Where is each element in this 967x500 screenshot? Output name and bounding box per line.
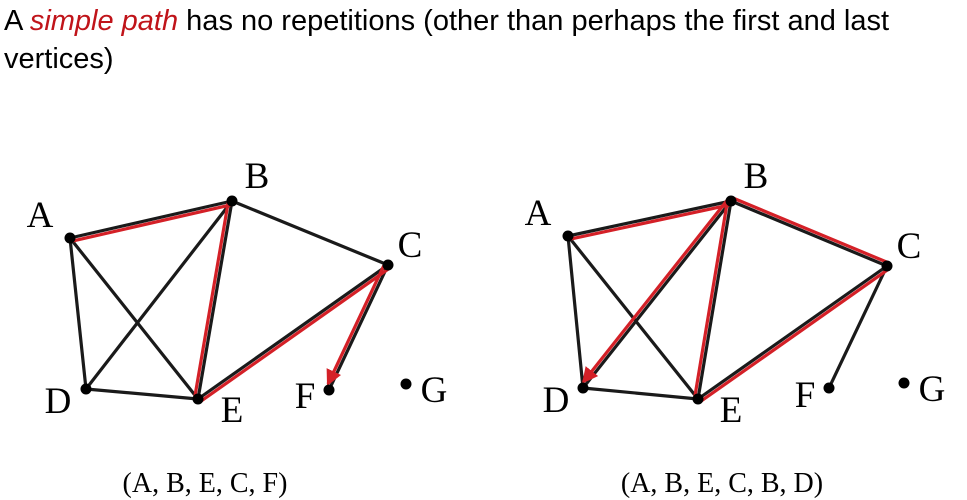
edge-C-F xyxy=(327,263,390,392)
vertex-D xyxy=(80,383,92,395)
vertex-F xyxy=(823,382,835,394)
edge-B-E xyxy=(696,199,733,401)
edge-A-D xyxy=(566,234,585,390)
path-segment-A-B xyxy=(69,202,235,244)
vertex-F xyxy=(323,384,335,396)
path-caption: (A, B, E, C, F) xyxy=(123,468,288,499)
vertex-label-E: E xyxy=(221,390,244,431)
edge-D-E xyxy=(84,387,200,401)
edge-D-E xyxy=(581,386,700,401)
vertex-E xyxy=(692,393,704,405)
vertex-G xyxy=(400,378,412,390)
heading-prefix: A xyxy=(4,5,30,37)
vertex-label-B: B xyxy=(245,156,270,197)
path-segment-E-C xyxy=(198,266,392,404)
path-segment-C-F xyxy=(326,261,387,386)
edge-B-D xyxy=(581,199,733,390)
path-caption: (A, B, E, C, B, D) xyxy=(621,468,823,499)
path-segment-A-B xyxy=(567,202,734,242)
vertex-label-D: D xyxy=(45,381,72,422)
vertex-label-C: C xyxy=(897,226,922,267)
edge-C-E xyxy=(196,263,390,401)
edge-C-F xyxy=(827,264,889,390)
vertex-label-E: E xyxy=(720,390,743,431)
vertex-A xyxy=(562,230,574,242)
vertex-B xyxy=(725,195,737,207)
edge-B-E xyxy=(196,199,234,401)
slide-heading: A simple path has no repetitions (other … xyxy=(4,2,964,78)
vertex-B xyxy=(226,195,238,207)
vertex-label-A: A xyxy=(525,193,552,234)
vertex-D xyxy=(577,382,589,394)
vertex-A xyxy=(64,232,76,244)
vertex-E xyxy=(192,393,204,405)
vertex-label-F: F xyxy=(795,375,816,416)
vertex-label-C: C xyxy=(398,225,423,266)
vertex-label-D: D xyxy=(543,380,570,421)
vertex-label-G: G xyxy=(919,369,946,410)
vertex-label-G: G xyxy=(421,370,448,411)
heading-rest: has no repetitions (other than perhaps t… xyxy=(4,5,890,75)
path-segment-E-C xyxy=(698,267,891,404)
path-segment-B-D xyxy=(581,197,730,384)
graph-non-simple-path: A B C D E F G (A, B, E, C, B, D) xyxy=(525,156,946,499)
graph-simple-path: A B C D E F G (A, B, E, C, F) xyxy=(27,156,448,499)
vertex-label-A: A xyxy=(27,195,54,236)
edge-B-C xyxy=(230,199,390,267)
edge-A-D xyxy=(68,236,88,391)
vertex-C xyxy=(382,259,394,271)
vertex-C xyxy=(881,260,893,272)
edge-C-E xyxy=(696,264,889,401)
path-segment-C-B xyxy=(730,196,890,265)
path-segment-B-E xyxy=(192,198,231,401)
edge-A-B xyxy=(566,199,733,238)
edge-B-D xyxy=(84,199,234,391)
vertex-label-F: F xyxy=(295,376,316,417)
edge-A-B xyxy=(68,199,234,240)
edge-B-C xyxy=(729,199,889,268)
path-segment-B-E xyxy=(692,198,730,401)
edge-A-E xyxy=(68,236,200,401)
heading-term: simple path xyxy=(29,5,179,37)
vertex-G xyxy=(898,377,910,389)
vertex-label-B: B xyxy=(744,156,769,197)
